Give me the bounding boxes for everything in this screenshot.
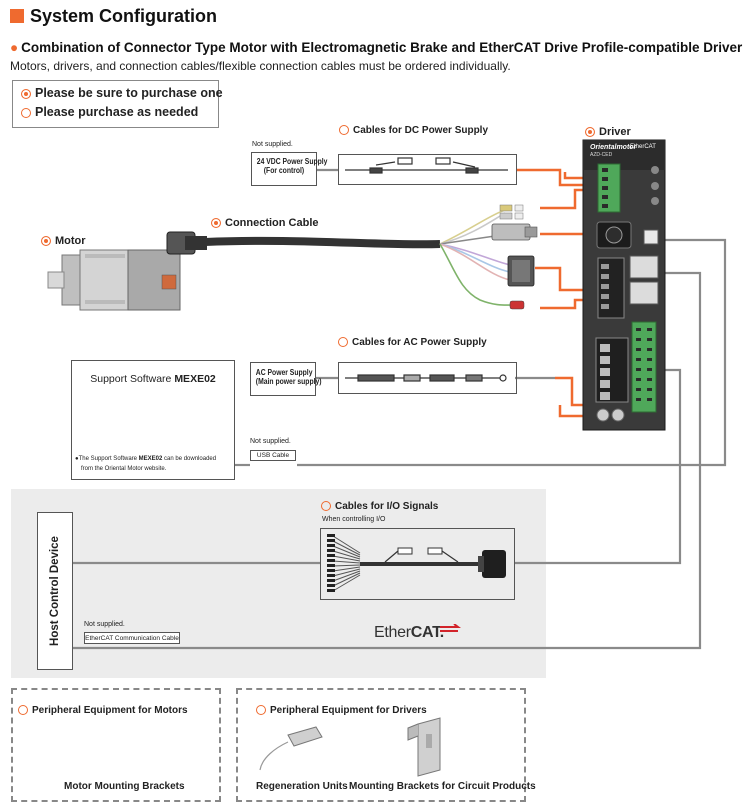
optional-circle-icon <box>256 705 266 715</box>
ac-supply-line1: AC Power Supply <box>255 368 313 377</box>
dc-cables-label: Cables for DC Power Supply <box>339 125 488 136</box>
required-circle-icon <box>21 89 31 99</box>
title-marker <box>10 9 24 23</box>
usb-cable-box: USB Cable <box>250 450 296 461</box>
motor-drawing <box>47 231 207 311</box>
ethercat-arrow-icon <box>440 624 461 632</box>
host-label: Host Control Device <box>49 536 61 646</box>
required-circle-icon <box>585 127 595 137</box>
ac-power-supply-box: AC Power Supply (Main power supply) <box>250 362 322 396</box>
regen-unit-label: Regeneration Units <box>256 781 348 792</box>
software-note-suffix: can be downloaded <box>164 456 217 462</box>
connection-cable-label: Connection Cable <box>211 217 319 229</box>
page-subtitle: ●Combination of Connector Type Motor wit… <box>10 40 742 55</box>
dc-supply-line2: (For control) <box>263 166 305 175</box>
order-note: Motors, drivers, and connection cables/f… <box>10 59 511 73</box>
software-title-prefix: Support Software <box>90 373 172 385</box>
legend-optional: Please purchase as needed <box>21 105 198 119</box>
driver-label-text: Driver <box>599 126 631 138</box>
regen-unit-drawing <box>259 726 323 771</box>
legend-required-label: Please be sure to purchase one <box>35 86 223 100</box>
usb-not-supplied: Not supplied. <box>250 438 291 445</box>
optional-circle-icon <box>321 501 331 511</box>
driver-model: AZD-CED <box>590 152 613 158</box>
ethercat-logo-text2: CAT. <box>410 624 444 641</box>
optional-circle-icon <box>338 337 348 347</box>
ethercat-cable-box: EtherCAT Communication Cable <box>84 632 180 644</box>
io-cables-label-text: Cables for I/O Signals <box>335 501 439 512</box>
connection-cable-label-text: Connection Cable <box>225 217 319 229</box>
lead-connectors <box>491 204 538 310</box>
required-circle-icon <box>211 218 221 228</box>
circuit-bracket-drawing <box>407 717 441 777</box>
ac-cable-box <box>338 362 517 394</box>
bullet-icon: ● <box>10 40 19 55</box>
optional-circle-icon <box>18 705 28 715</box>
dc-cable-drawing <box>345 157 508 174</box>
ac-cables-label-text: Cables for AC Power Supply <box>352 337 487 348</box>
usb-wire <box>297 238 727 467</box>
peripheral-motors-title-text: Peripheral Equipment for Motors <box>32 705 188 716</box>
dc-supply-line1: 24 VDC Power Supply <box>256 157 328 166</box>
legend-required: Please be sure to purchase one <box>21 86 223 100</box>
motor-label: Motor <box>41 235 86 247</box>
ethercat-logo: EtherCAT. <box>374 624 444 642</box>
driver-brand: Orientalmotor <box>590 144 637 151</box>
host-area <box>11 489 546 678</box>
peripheral-drivers-box: Peripheral Equipment for Drivers Regener… <box>236 688 536 802</box>
ethercat-not-supplied: Not supplied. <box>84 621 125 628</box>
connection-wires <box>73 168 727 650</box>
peripheral-drivers-title-text: Peripheral Equipment for Drivers <box>270 705 427 716</box>
circuit-bracket-label: Mounting Brackets for Circuit Products <box>349 781 536 792</box>
ac-cable-drawing <box>345 374 507 382</box>
peripheral-motors-box: Peripheral Equipment for Motors Motor Mo… <box>11 688 221 802</box>
page-title: System Configuration <box>30 6 218 26</box>
driver-brand2: EtherCAT <box>630 144 656 150</box>
ethercat-logo-text1: Ether <box>374 624 411 641</box>
dc-cable-box <box>338 154 517 185</box>
required-circle-icon <box>41 236 51 246</box>
motor-cable <box>204 236 441 249</box>
dc-not-supplied: Not supplied. <box>252 141 293 148</box>
software-title: Support Software MEXE02 <box>72 373 234 385</box>
ac-supply-line2: (Main power supply) <box>255 377 322 386</box>
software-title-name: MEXE02 <box>174 373 216 385</box>
io-note: When controlling I/O <box>322 516 386 523</box>
io-cable-box <box>320 528 515 600</box>
io-cables-label: Cables for I/O Signals <box>321 501 438 512</box>
host-control-device: Host Control Device <box>37 512 73 670</box>
ac-cables-label: Cables for AC Power Supply <box>338 337 487 348</box>
software-note-name: MEXE02 <box>138 456 163 462</box>
ethercat-wire <box>73 271 702 650</box>
optional-circle-icon <box>339 125 349 135</box>
subtitle-text: Combination of Connector Type Motor with… <box>21 40 743 55</box>
peripheral-motors-title: Peripheral Equipment for Motors <box>18 705 188 716</box>
support-software-box: Support Software MEXE02 ●The Support Sof… <box>71 360 235 480</box>
peripheral-drivers-title: Peripheral Equipment for Drivers <box>256 705 427 716</box>
legend-box: Please be sure to purchase one Please pu… <box>12 80 223 128</box>
motor-label-text: Motor <box>55 235 86 247</box>
io-wire-right <box>515 368 682 565</box>
driver-label: Driver <box>585 126 631 138</box>
optional-circle-icon <box>21 108 31 118</box>
motor-bracket-label: Motor Mounting Brackets <box>64 781 185 792</box>
dc-power-supply-box: 24 VDC Power Supply (For control) <box>251 152 328 186</box>
dc-cables-label-text: Cables for DC Power Supply <box>353 125 489 136</box>
io-cable-drawing <box>327 534 506 592</box>
software-note-line2: from the Oriental Motor website. <box>81 466 167 472</box>
software-note-prefix: ●The Support Software <box>75 456 137 462</box>
software-note-line1: ●The Support Software MEXE02 can be down… <box>75 456 216 462</box>
driver-drawing <box>582 139 666 431</box>
legend-optional-label: Please purchase as needed <box>35 105 199 119</box>
